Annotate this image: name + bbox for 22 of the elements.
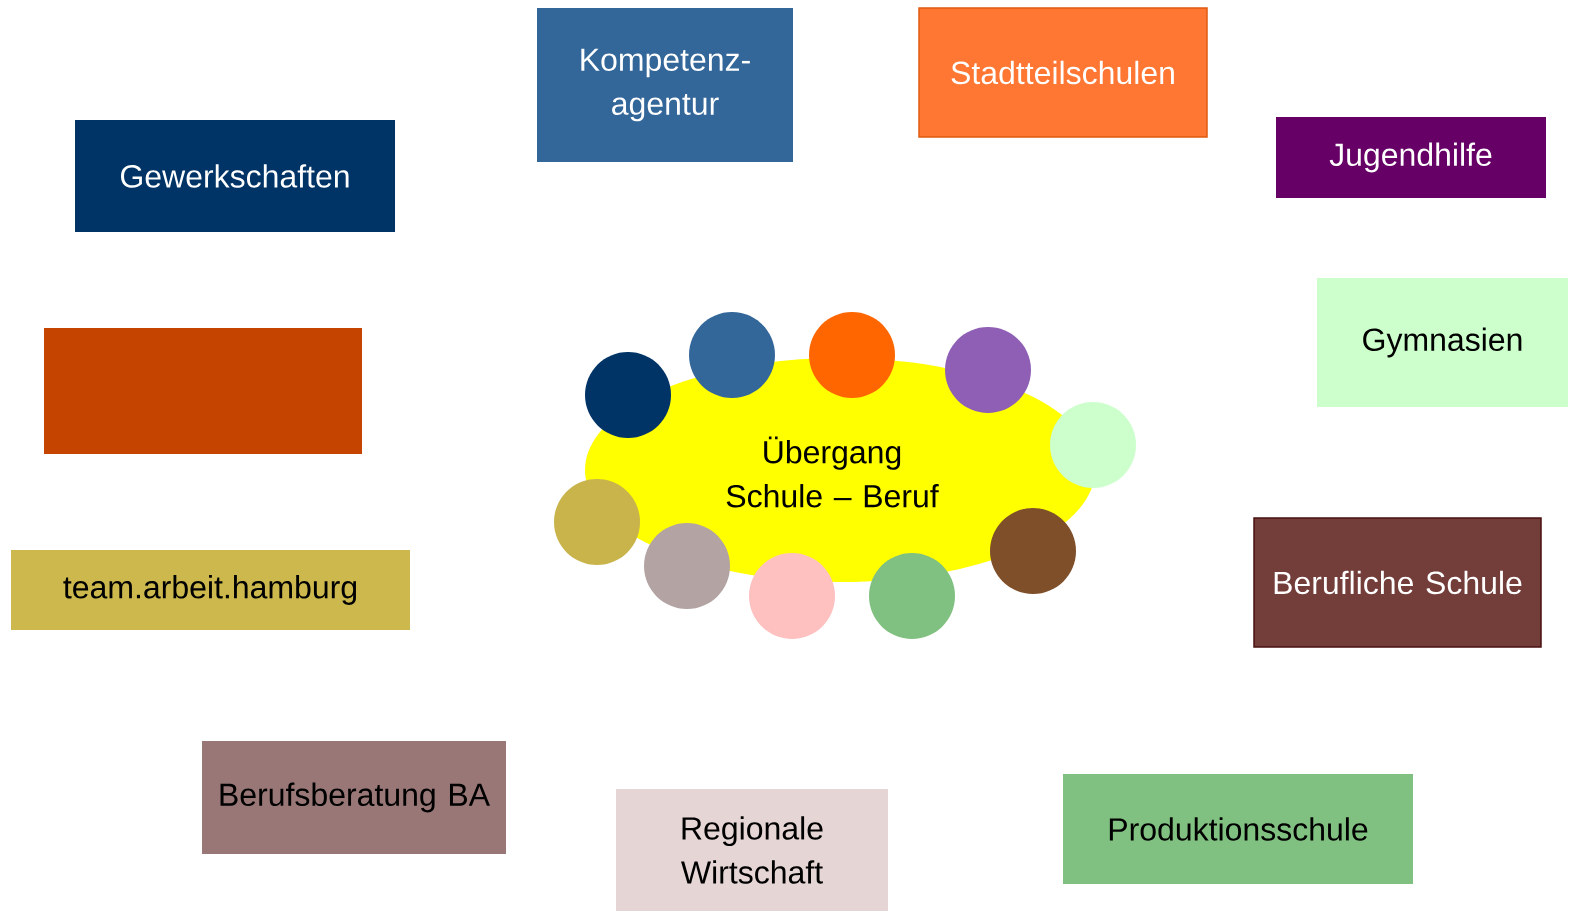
circle (869, 553, 955, 639)
text-box: Gymnasien (1317, 278, 1568, 407)
text-box: Gewerkschaften (75, 120, 395, 232)
text-box: Jugendhilfe (1276, 117, 1546, 198)
circle (554, 479, 640, 565)
circle (585, 352, 671, 438)
text-box: Berufliche Schule (1253, 517, 1542, 648)
circle (945, 327, 1031, 413)
text-box: Regionale Wirtschaft (616, 789, 888, 911)
ellipse-label: Übergang Schule – Beruf (726, 436, 939, 508)
circle (809, 312, 895, 398)
text-box: Kompetenz- agentur (537, 8, 793, 162)
circle (689, 312, 775, 398)
text-box: Berufsberatung BA (202, 741, 506, 854)
empty-box (44, 328, 362, 454)
circle (749, 553, 835, 639)
circle (1050, 402, 1136, 488)
text-box: Produktionsschule (1063, 774, 1413, 884)
circle (644, 523, 730, 609)
text-box: team.arbeit.hamburg (11, 550, 410, 630)
text-box: Stadtteilschulen (918, 7, 1208, 138)
circle (990, 508, 1076, 594)
